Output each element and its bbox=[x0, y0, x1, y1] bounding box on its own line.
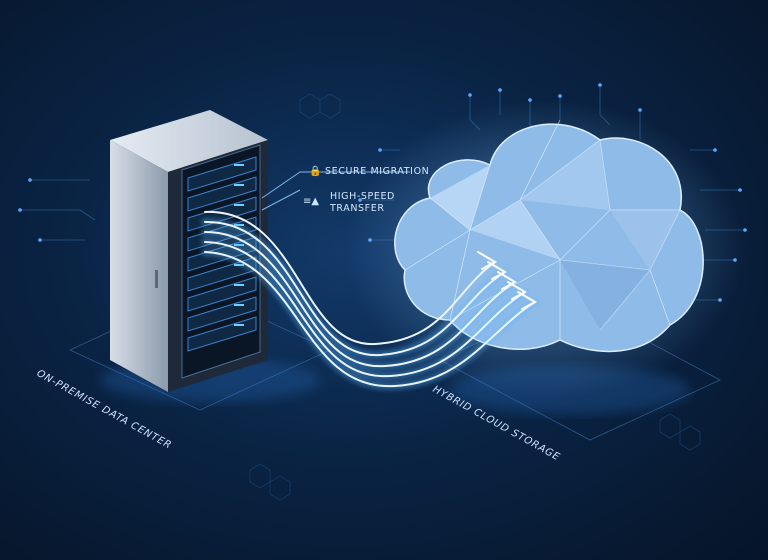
data-beams bbox=[201, 210, 539, 391]
lock-icon: 🔒 bbox=[309, 166, 322, 177]
high-speed-label-line1: HIGH-SPEED bbox=[330, 191, 395, 202]
beam-arrowheads bbox=[477, 251, 538, 310]
hex-pattern bbox=[249, 93, 701, 501]
beam-4 bbox=[204, 251, 536, 388]
beam-1 bbox=[204, 220, 506, 357]
beam-3 bbox=[204, 241, 526, 378]
shield-speed-icon: ≡▲ bbox=[303, 196, 320, 207]
secure-migration-label: SECURE MIGRATION bbox=[325, 166, 430, 177]
beam-2 bbox=[204, 231, 516, 368]
beam-5 bbox=[204, 210, 496, 346]
polygon-cloud bbox=[394, 119, 704, 353]
callout-lines bbox=[261, 171, 410, 211]
high-speed-label-line2: TRANSFER bbox=[330, 203, 385, 214]
